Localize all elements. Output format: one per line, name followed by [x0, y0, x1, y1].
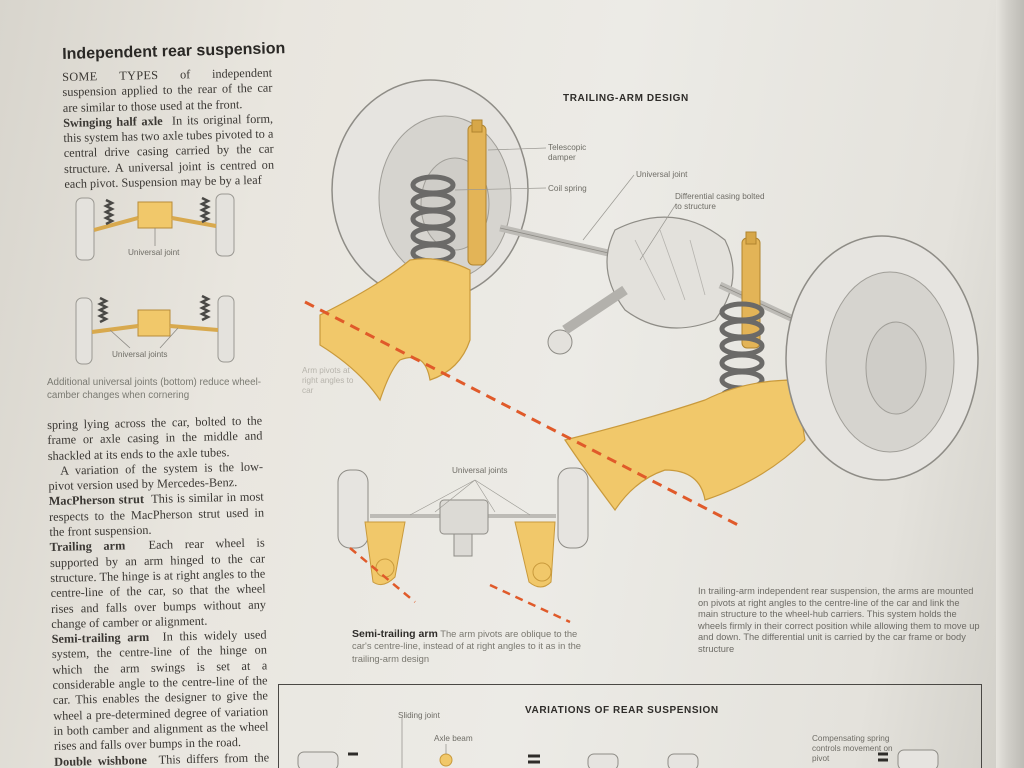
- intro-paragraph: SOME TYPES of independent suspension app…: [62, 66, 275, 193]
- variations-box: [278, 684, 982, 768]
- double-joint-diagram: [75, 294, 235, 365]
- semi-text: In this widely used system, the centre-l…: [51, 627, 269, 754]
- semi-caption-text: The arm pivots are oblique to the car's …: [352, 628, 581, 664]
- variations-title: VARIATIONS OF REAR SUSPENSION: [525, 705, 719, 716]
- axle-beam-label: Axle beam: [434, 734, 473, 743]
- swinging-axle-diagrams: [75, 193, 235, 365]
- trailing-arm-caption: In trailing-arm independent rear suspens…: [698, 586, 980, 654]
- continued-text-1: spring lying across the car, bolted to t…: [47, 413, 263, 463]
- left-damper: [467, 119, 487, 266]
- continued-text-2: A variation of the system is the low-piv…: [48, 459, 264, 494]
- trailing-arm-diagram: [304, 79, 979, 527]
- right-damper: [741, 231, 761, 349]
- right-trailing-arm: [564, 379, 806, 512]
- small-diagram-caption: Additional universal joints (bottom) red…: [47, 377, 262, 401]
- universal-joint-label: Universal joint: [128, 248, 180, 257]
- single-joint-diagram: [75, 193, 235, 261]
- arm-pivots-label: Arm pivots at right angles to car: [302, 366, 354, 395]
- sliding-joint-label: Sliding joint: [398, 711, 440, 720]
- universal-joints-label: Universal joints: [112, 350, 168, 359]
- variations-diagrams: [297, 718, 939, 768]
- coil-spring-label: Coil spring: [548, 184, 587, 193]
- page-edge: [996, 0, 1024, 768]
- semi-caption-title: Semi-trailing arm: [352, 628, 438, 640]
- left-trailing-arm: [319, 258, 471, 402]
- compensating-spring-label: Compensating spring controls movement on…: [812, 734, 893, 763]
- semi-title: Semi-trailing arm: [51, 630, 150, 647]
- body-text-continued: spring lying across the car, bolted to t…: [47, 413, 270, 768]
- universal-joint-main-label: Universal joint: [636, 170, 688, 179]
- macpherson-title: MacPherson strut: [48, 492, 145, 509]
- pivot-axis-line: [304, 300, 739, 527]
- telescopic-damper-label: Telescopic damper: [548, 143, 587, 162]
- swinging-title: Swinging half axle: [62, 113, 163, 130]
- section-heading: Independent rear suspension: [62, 40, 286, 63]
- right-wheel: [785, 235, 979, 481]
- semi-trailing-caption: Semi-trailing arm The arm pivots are obl…: [352, 628, 592, 665]
- differential-casing: [547, 216, 734, 355]
- semi-trailing-arm-diagram: [337, 467, 589, 624]
- trailing-arm-title: TRAILING-ARM DESIGN: [563, 93, 689, 104]
- semi-universal-joints-label: Universal joints: [452, 466, 508, 475]
- trailing-title: Trailing arm: [49, 538, 126, 555]
- left-coil-spring: [410, 174, 456, 281]
- double-title: Double wishbone: [54, 752, 148, 768]
- differential-label: Differential casing bolted to structure: [675, 192, 765, 211]
- intro-lead: SOME TYPES: [62, 67, 159, 84]
